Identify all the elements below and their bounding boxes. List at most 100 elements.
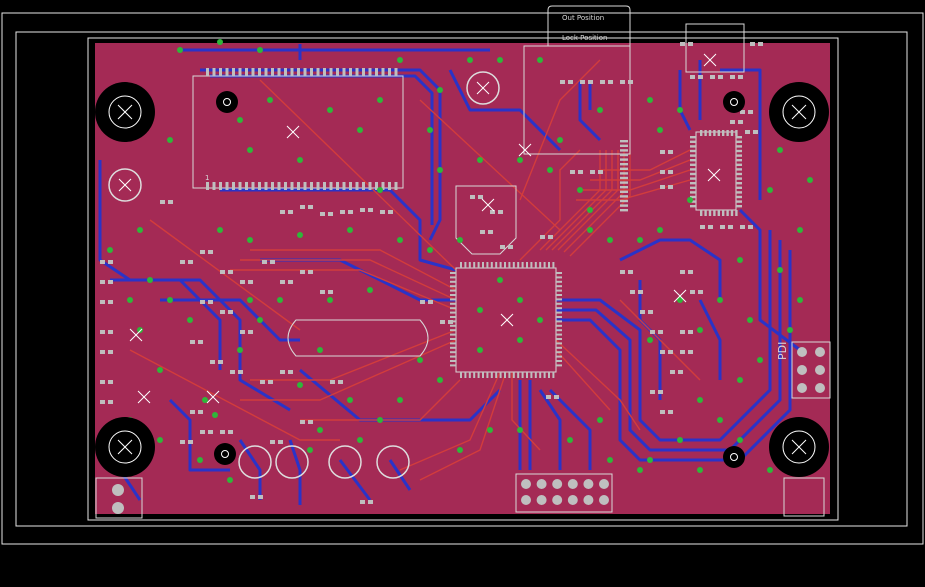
smd-pad xyxy=(450,355,456,358)
via xyxy=(797,297,803,303)
smd-pad xyxy=(486,372,489,378)
via xyxy=(797,227,803,233)
passive-pad xyxy=(360,500,365,504)
component-origin-icon xyxy=(707,168,721,182)
smd-pad xyxy=(556,346,562,349)
via xyxy=(327,297,333,303)
header-pad xyxy=(599,495,609,505)
top-trace xyxy=(240,259,457,301)
smd-pad xyxy=(690,168,696,171)
smd-pad xyxy=(362,182,365,190)
passive-pad xyxy=(628,270,633,274)
bottom-trace xyxy=(556,240,782,452)
via xyxy=(807,177,813,183)
passive-pad xyxy=(262,260,267,264)
smd-pad xyxy=(620,149,628,152)
bottom-trace xyxy=(720,68,762,200)
passive-pad xyxy=(300,205,305,209)
header-pad xyxy=(552,495,563,505)
bottom-trace xyxy=(388,459,412,491)
component-origin-icon xyxy=(500,313,514,327)
switch-out-position-label: Out Position xyxy=(562,14,604,22)
via xyxy=(347,227,353,233)
via xyxy=(717,417,723,423)
smd-pad xyxy=(450,351,456,354)
bottom-trace xyxy=(238,439,262,500)
via xyxy=(677,297,683,303)
smd-pad xyxy=(477,262,480,268)
smd-pad xyxy=(556,316,562,318)
usb-conn-outline xyxy=(685,23,745,73)
smd-pad xyxy=(450,364,456,367)
passive-pad xyxy=(160,200,165,204)
smd-pad xyxy=(303,68,307,76)
via xyxy=(657,227,663,233)
passive-pad xyxy=(708,225,713,229)
smd-pad xyxy=(468,262,471,268)
passive-pad xyxy=(228,310,233,314)
via xyxy=(757,357,763,363)
smd-pad xyxy=(722,210,725,216)
smd-pad xyxy=(232,182,235,190)
smd-pad xyxy=(736,140,742,143)
smd-pad xyxy=(349,68,352,76)
via xyxy=(277,297,283,303)
smd-pad xyxy=(245,182,248,190)
passive-pad xyxy=(108,260,113,264)
via xyxy=(247,237,253,243)
via xyxy=(517,337,523,343)
via xyxy=(427,127,433,133)
top-trace xyxy=(619,299,701,381)
top-trace xyxy=(519,149,581,261)
smd-pad xyxy=(468,372,471,378)
via xyxy=(317,427,323,433)
passive-pad xyxy=(200,300,205,304)
smd-pad xyxy=(206,182,209,190)
via xyxy=(247,147,253,153)
via xyxy=(347,397,353,403)
passive-pad xyxy=(280,210,285,214)
smd-pad xyxy=(534,372,537,378)
via xyxy=(767,187,773,193)
smd-pad xyxy=(556,272,562,274)
top-trace xyxy=(555,339,641,431)
smd-pad xyxy=(284,68,287,76)
smd-pad xyxy=(349,182,352,190)
passive-pad xyxy=(280,370,285,374)
via xyxy=(697,467,703,473)
passive-pad xyxy=(270,440,275,444)
passive-pad xyxy=(320,212,325,216)
smd-pad xyxy=(690,191,696,194)
smd-pad xyxy=(355,182,359,190)
via xyxy=(477,347,483,353)
bottom-trace xyxy=(338,459,372,501)
passive-pad xyxy=(628,80,633,84)
top-trace xyxy=(250,249,457,291)
passive-pad xyxy=(718,75,723,79)
via xyxy=(107,247,113,253)
header-pad xyxy=(521,495,531,505)
bottom-trace xyxy=(220,188,457,272)
passive-pad xyxy=(668,150,673,154)
mounting-holes xyxy=(95,71,829,479)
smd-pad xyxy=(556,302,562,305)
via xyxy=(787,327,793,333)
passive-pad xyxy=(368,500,373,504)
passive-pad xyxy=(740,110,745,114)
tooling-hole xyxy=(723,91,745,113)
via xyxy=(607,237,613,243)
passive-pad xyxy=(108,350,113,354)
smd-pad xyxy=(508,372,511,378)
smd-pad xyxy=(450,316,456,318)
smd-pad xyxy=(362,68,365,76)
power-conn-outline xyxy=(95,477,143,519)
smd-pad xyxy=(690,159,696,162)
via xyxy=(737,437,743,443)
smd-pad xyxy=(450,342,456,345)
smd-pad xyxy=(264,182,268,190)
passive-pad xyxy=(660,410,665,414)
passive-pad xyxy=(745,130,750,134)
smd-pad xyxy=(284,182,287,190)
passive-pad xyxy=(360,208,365,212)
